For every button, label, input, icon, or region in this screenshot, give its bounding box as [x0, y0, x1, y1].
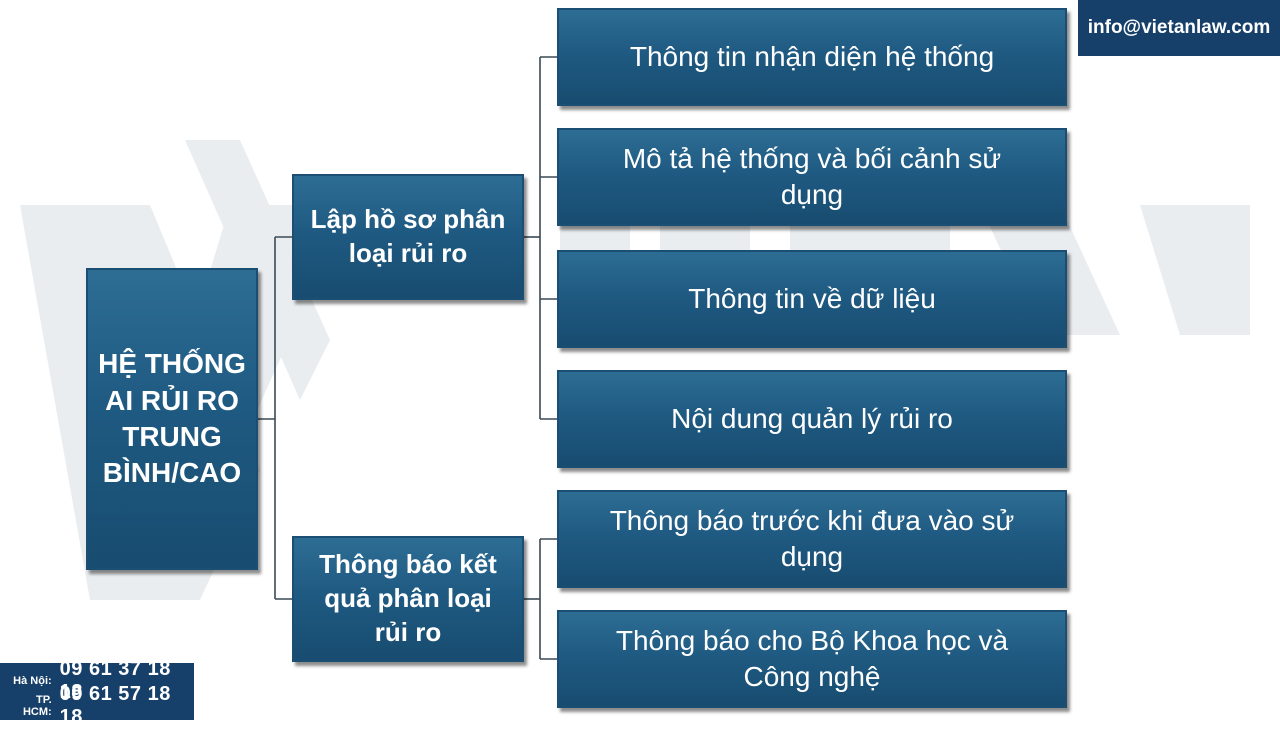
root-line: BÌNH/CAO	[102, 457, 242, 489]
leaf-line: Thông tin về dữ liệu	[688, 282, 936, 314]
root-line: AI RỦI RO	[105, 384, 239, 416]
leaf-node-pre-deployment-notice: Thông báo trước khi đưa vào sử dụng	[557, 490, 1067, 588]
leaf-line: Nội dung quản lý rủi ro	[671, 402, 953, 434]
phone-row-hanoi[interactable]: Hà Nội: 09 61 37 18 18	[6, 658, 188, 703]
leaf-node-system-identification: Thông tin nhận diện hệ thống	[557, 8, 1067, 106]
leaf-line: Thông báo trước khi đưa vào sử	[609, 504, 1015, 536]
root-line: HỆ THỐNG	[98, 348, 246, 380]
branch-line: rủi ro	[374, 616, 442, 647]
root-line: TRUNG	[122, 421, 222, 452]
branch-line: loại rủi ro	[348, 238, 468, 268]
leaf-line: Thông tin nhận diện hệ thống	[629, 40, 995, 72]
branch-line: Lập hồ sơ phân	[310, 204, 506, 235]
leaf-line: Công nghệ	[743, 661, 881, 692]
contact-email[interactable]: info@vietanlaw.com	[1078, 0, 1280, 56]
leaf-line: Mô tả hệ thống và bối cảnh sử	[622, 142, 1002, 174]
branch-line: quả phân loại	[324, 583, 492, 614]
branch-node-risk-profile: Lập hồ sơ phân loại rủi ro	[292, 174, 524, 300]
branch-node-notification: Thông báo kết quả phân loại rủi ro	[292, 536, 524, 662]
email-text[interactable]: info@vietanlaw.com	[1087, 17, 1271, 38]
leaf-node-ministry-notice: Thông báo cho Bộ Khoa học và Công nghệ	[557, 610, 1067, 708]
phone-row-hcm[interactable]: TP. HCM: 09 61 57 18 18	[6, 683, 188, 728]
leaf-line: dụng	[780, 179, 844, 210]
phone-number[interactable]: 09 61 57 18 18	[59, 682, 171, 728]
leaf-node-system-description: Mô tả hệ thống và bối cảnh sử dụng	[557, 128, 1067, 226]
branch-line: Thông báo kết	[319, 549, 497, 580]
leaf-line: dụng	[780, 541, 844, 572]
root-node: HỆ THỐNG AI RỦI RO TRUNG BÌNH/CAO	[86, 268, 258, 570]
leaf-line: Thông báo cho Bộ Khoa học và	[615, 624, 1009, 656]
phone-number[interactable]: 09 61 37 18 18	[59, 657, 171, 703]
phone-label: TP. HCM:	[22, 693, 52, 718]
leaf-node-data-information: Thông tin về dữ liệu	[557, 250, 1067, 348]
contact-phones: Hà Nội: 09 61 37 18 18 TP. HCM: 09 61 57…	[0, 658, 194, 728]
leaf-node-risk-management: Nội dung quản lý rủi ro	[557, 370, 1067, 468]
phone-label: Hà Nội:	[13, 674, 52, 687]
